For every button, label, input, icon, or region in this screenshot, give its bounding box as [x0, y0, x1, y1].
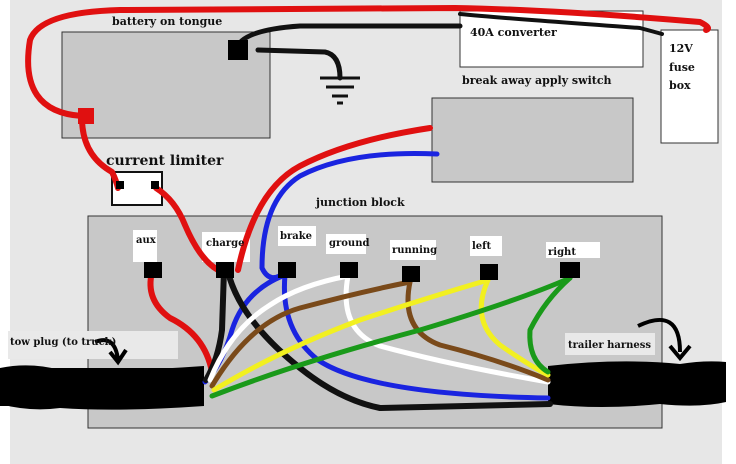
fuse-box-label-3: box — [669, 79, 691, 92]
blue-wire-breakaway-brake — [259, 151, 440, 281]
black-wire-charge-plug — [203, 267, 227, 383]
blue-wire-brake-harness — [281, 272, 551, 401]
tow-plug-arrow-icon — [94, 338, 128, 366]
terminal-aux — [144, 262, 162, 278]
terminal-running — [402, 266, 420, 282]
yellow-wire-left-plug — [211, 277, 491, 393]
black-wire-charge-harness — [225, 269, 553, 411]
ground-symbol — [320, 76, 360, 105]
terminal-brake — [278, 262, 296, 278]
terminal-label-ground: ground — [329, 238, 369, 249]
harness-label-bg — [565, 333, 655, 355]
terminal-label-left: left — [472, 241, 491, 252]
terminal-label-aux: aux — [136, 235, 157, 246]
battery-label: battery on tongue — [112, 15, 222, 28]
terminal-right — [560, 262, 580, 278]
breakaway-switch-box — [431, 97, 634, 183]
terminal-label-charge: charge — [206, 238, 244, 249]
trailer-harness-label: trailer harness — [568, 340, 651, 351]
red-wire-limiter-charge — [153, 185, 221, 273]
green-wire-right-harness — [527, 275, 573, 375]
terminal-label-running: running — [392, 245, 437, 256]
converter-box — [459, 10, 644, 68]
trailer-harness-cable — [548, 361, 726, 407]
limiter-terminal-left — [116, 181, 124, 189]
green-wire-right-plug — [209, 275, 573, 399]
tow-plug-label-bg — [8, 331, 178, 359]
converter-label: 40A converter — [470, 26, 557, 39]
brown-wire-running-harness — [405, 279, 551, 383]
current-limiter-label: current limiter — [106, 153, 224, 169]
terminal-label-right: right — [548, 247, 576, 258]
tow-plug-cable-edge — [0, 365, 204, 410]
battery-positive-terminal — [78, 108, 94, 124]
terminals — [78, 40, 580, 282]
breakaway-label: break away apply switch — [462, 74, 612, 87]
left-margin — [0, 0, 10, 464]
terminal-ground — [340, 262, 358, 278]
tow-plug-label: tow plug (to truck) — [10, 337, 116, 348]
junction-block-label: junction block — [315, 196, 405, 209]
fuse-box — [660, 29, 719, 144]
white-wire-ground-plug — [207, 273, 351, 383]
black-wire-ground — [255, 47, 343, 81]
wires — [25, 5, 711, 411]
aux-label-bg — [133, 230, 157, 262]
black-wire-fuse — [458, 12, 664, 36]
limiter-terminal-right — [151, 181, 159, 189]
fuse-box-label-1: 12V — [669, 42, 693, 55]
running-label-bg — [390, 240, 436, 260]
red-wire-breakaway — [235, 125, 433, 273]
fuse-box-label-2: fuse — [669, 61, 695, 74]
terminal-label-brake: brake — [280, 231, 312, 242]
harness-arrow-icon — [637, 318, 692, 362]
yellow-wire-left-harness — [478, 277, 551, 378]
white-wire-ground-harness — [343, 273, 551, 385]
right-label-bg — [546, 242, 600, 258]
brake-label-bg — [278, 226, 316, 246]
red-wire-aux — [147, 269, 215, 375]
brown-wire-running-plug — [209, 279, 413, 389]
terminal-left — [480, 264, 498, 280]
ground-label-bg — [326, 234, 366, 254]
terminal-charge — [216, 262, 234, 278]
left-label-bg — [470, 236, 502, 256]
battery-negative-terminal — [228, 40, 248, 60]
red-wire-battery-fuse — [25, 5, 711, 119]
